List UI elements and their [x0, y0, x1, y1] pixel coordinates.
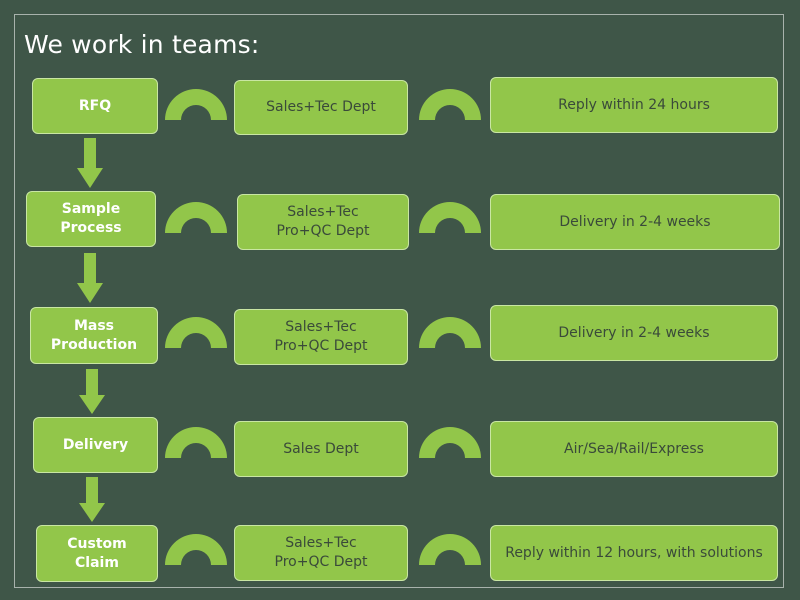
result-box: Air/Sea/Rail/Express	[490, 421, 778, 477]
dept-box: Sales+Tec Pro+QC Dept	[237, 194, 409, 250]
arch-connector-icon	[419, 202, 481, 233]
step-label: Mass Production	[50, 317, 138, 353]
slide-frame	[14, 14, 784, 588]
arch-connector-icon	[419, 427, 481, 458]
dept-label: Sales+Tec Pro+QC Dept	[274, 535, 368, 570]
step-box-custom-claim: Custom Claim	[36, 525, 158, 582]
step-box-sample-process: Sample Process	[26, 191, 156, 247]
arch-connector-icon	[419, 89, 481, 120]
dept-label: Sales+Tec Pro+QC Dept	[276, 204, 370, 239]
arch-connector-icon	[165, 427, 227, 458]
step-label: Delivery	[62, 436, 129, 453]
arch-connector-icon	[419, 317, 481, 348]
arch-connector-icon	[165, 317, 227, 348]
result-label: Delivery in 2-4 weeks	[558, 324, 710, 341]
slide-title: We work in teams:	[24, 30, 260, 59]
dept-label: Sales+Tec Pro+QC Dept	[274, 319, 368, 354]
step-box-delivery: Delivery	[33, 417, 158, 473]
arch-connector-icon	[165, 89, 227, 120]
result-label: Reply within 12 hours, with solutions	[505, 544, 763, 561]
step-box-mass-production: Mass Production	[30, 307, 158, 364]
result-label: Air/Sea/Rail/Express	[564, 440, 704, 457]
dept-box: Sales+Tec Pro+QC Dept	[234, 525, 408, 581]
down-arrow-icon	[79, 369, 105, 414]
result-box: Reply within 12 hours, with solutions	[490, 525, 778, 581]
step-label: RFQ	[78, 97, 112, 114]
result-box: Delivery in 2-4 weeks	[490, 305, 778, 361]
arch-connector-icon	[165, 534, 227, 565]
down-arrow-icon	[77, 253, 103, 303]
down-arrow-icon	[79, 477, 105, 522]
step-label: Custom Claim	[67, 535, 127, 571]
dept-box: Sales+Tec Dept	[234, 80, 408, 135]
dept-label: Sales+Tec Dept	[266, 99, 376, 115]
dept-box: Sales+Tec Pro+QC Dept	[234, 309, 408, 365]
arch-connector-icon	[419, 534, 481, 565]
result-label: Delivery in 2-4 weeks	[559, 213, 711, 230]
step-label: Sample Process	[60, 201, 122, 236]
result-box: Delivery in 2-4 weeks	[490, 194, 780, 250]
dept-label: Sales Dept	[283, 440, 359, 457]
step-box-rfq: RFQ	[32, 78, 158, 134]
down-arrow-icon	[77, 138, 103, 188]
result-box: Reply within 24 hours	[490, 77, 778, 133]
arch-connector-icon	[165, 202, 227, 233]
dept-box: Sales Dept	[234, 421, 408, 477]
result-label: Reply within 24 hours	[558, 96, 710, 113]
